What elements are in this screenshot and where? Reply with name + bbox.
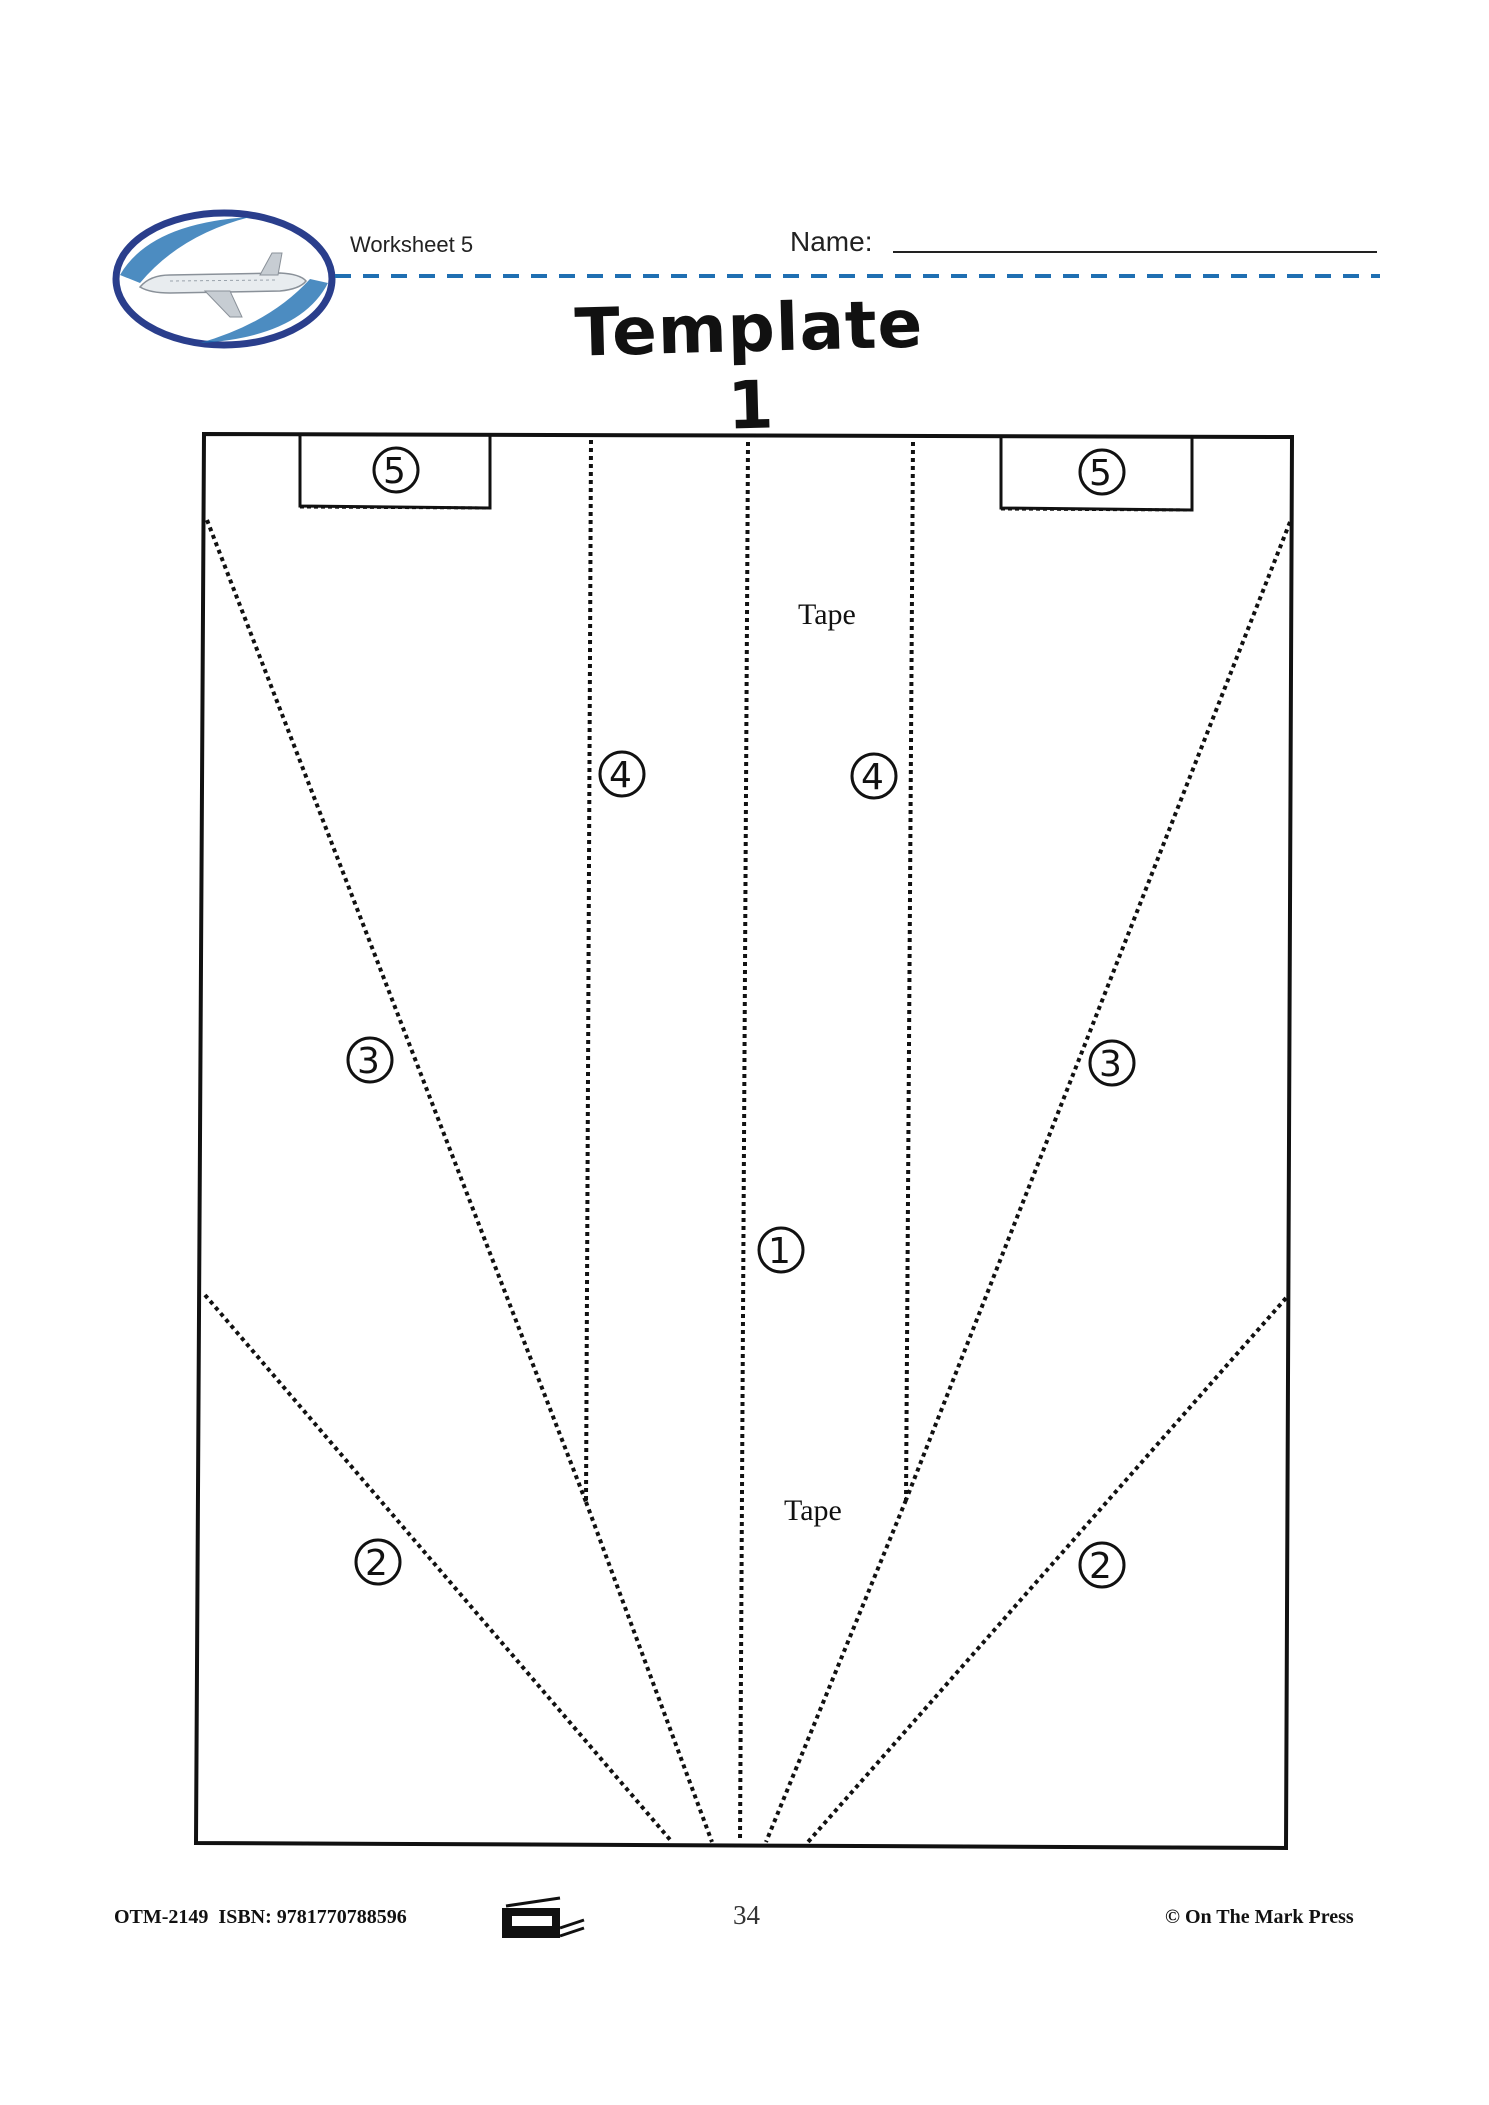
name-field-line[interactable] [893,251,1377,253]
footer-code-isbn: OTM-2149 ISBN: 9781770788596 [114,1906,407,1928]
marker-2-left: 2 [365,1543,388,1584]
marker-4-right: 4 [861,757,884,798]
marker-4-left: 4 [609,755,632,796]
fold-line-1 [738,441,750,1843]
tape-label-bottom: Tape [784,1494,842,1527]
fold-line-3-right [904,521,1292,1501]
marker-1: 1 [768,1231,791,1272]
worksheet-label: Worksheet 5 [350,232,474,257]
page-number: 34 [733,1900,760,1930]
airplane-logo-icon [112,209,336,349]
marker-5-right: 5 [1089,453,1112,494]
tape-label-top: Tape [798,598,856,631]
fold-line-inner-right [764,1499,908,1843]
fold-line-4-right [904,441,915,1501]
fold-line-2-right [806,1296,1288,1844]
header-dashed-rule [335,274,1380,278]
fold-line-inner-left [584,1501,714,1843]
template-border [193,431,1295,1851]
marker-5-left: 5 [383,451,406,492]
fold-line-2-left [203,1293,674,1844]
marker-3-left: 3 [357,1041,380,1082]
marker-3-right: 3 [1099,1044,1122,1085]
tab-right-outline [999,437,1194,512]
photocopier-icon [502,1896,585,1938]
name-label: Name: [790,226,873,257]
fold-line-4-left [584,439,593,1503]
marker-2-right: 2 [1089,1546,1112,1587]
fold-line-3-left [205,519,588,1503]
footer-publisher: © On The Mark Press [1165,1906,1354,1928]
